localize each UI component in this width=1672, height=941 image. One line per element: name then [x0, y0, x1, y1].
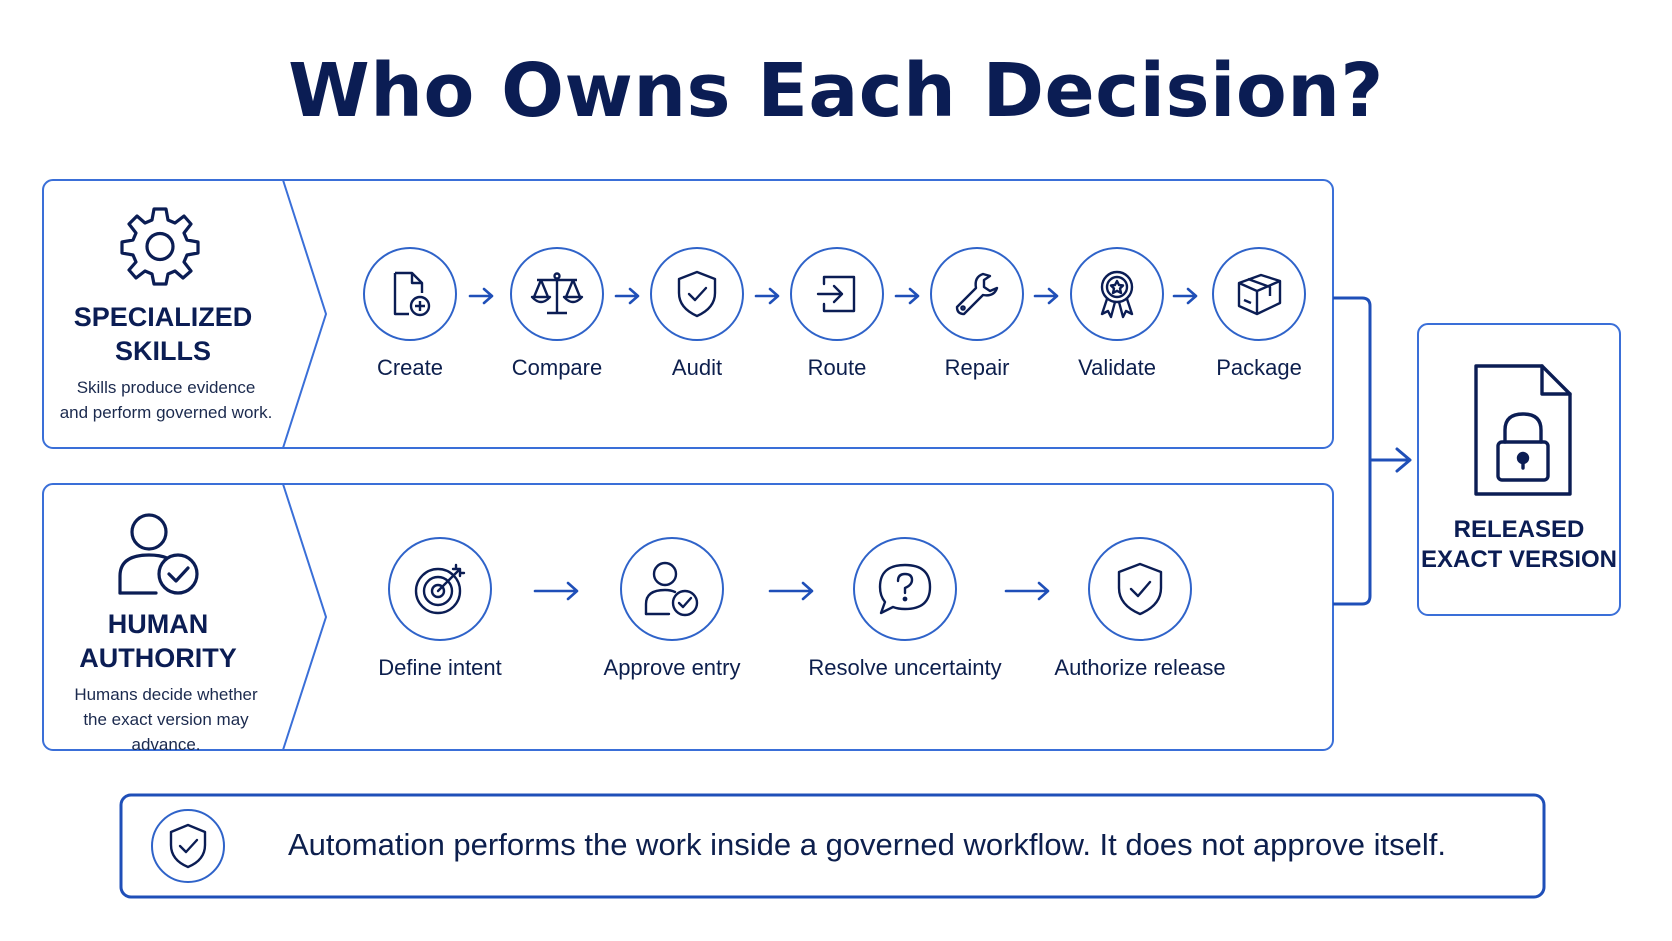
- human-header-icon: [116, 510, 202, 602]
- skill-step-label: Package: [1216, 355, 1302, 380]
- merge-connector: [1333, 296, 1372, 606]
- skill-step-circle: [650, 247, 744, 341]
- locked-document-icon: [1474, 364, 1572, 496]
- human-step-label: Approve entry: [603, 655, 741, 680]
- skill-step-repair: Repair: [922, 247, 1032, 381]
- flow-arrow: [1004, 581, 1050, 601]
- user-check-icon: [644, 561, 699, 617]
- award-ribbon-icon: [1100, 270, 1134, 319]
- skill-step-label: Compare: [511, 355, 603, 380]
- skill-step-label: Validate: [1078, 355, 1156, 380]
- flow-arrow: [768, 581, 814, 601]
- flow-arrow: [614, 287, 640, 305]
- route-arrow-icon: [816, 275, 856, 313]
- human-step-label: Resolve uncertainty: [808, 655, 1002, 680]
- human-step-label: Authorize release: [1054, 655, 1226, 680]
- human-step-label: Define intent: [378, 655, 502, 680]
- human-step-resolve-uncertainty: Resolve uncertainty: [800, 537, 1010, 681]
- human-heading-line1: HUMAN: [107, 609, 209, 639]
- skill-step-label: Route: [807, 355, 867, 380]
- skill-step-label: Repair: [944, 355, 1010, 380]
- skill-step-create: Create: [352, 247, 468, 381]
- human-step-approve-entry: Approve entry: [592, 537, 752, 681]
- human-step-circle: [853, 537, 957, 641]
- output-icon: [1470, 362, 1574, 502]
- footer-text: Automation performs the work inside a go…: [288, 827, 1446, 862]
- human-description-line1: Humans decide whether: [74, 685, 258, 704]
- shield-check-icon: [1117, 562, 1163, 616]
- target-icon: [414, 563, 466, 615]
- output-label-line1: RELEASED: [1453, 516, 1585, 543]
- human-heading: HUMAN AUTHORITY: [48, 607, 268, 675]
- skills-description-line1: Skills produce evidence: [76, 378, 256, 397]
- skills-heading: SPECIALIZED SKILLS: [58, 300, 268, 368]
- skill-step-circle: [1070, 247, 1164, 341]
- human-heading-line2: AUTHORITY: [79, 643, 237, 673]
- shield-check-icon: [677, 270, 717, 318]
- footer-icon-circle: [151, 809, 225, 883]
- merge-arrowhead: [1395, 447, 1412, 473]
- flow-arrow: [533, 581, 579, 601]
- skills-panel-divider: [282, 179, 328, 449]
- skill-step-label: Create: [376, 355, 444, 380]
- footer-banner: [119, 793, 1546, 899]
- skills-description: Skills produce evidence and perform gove…: [48, 375, 284, 425]
- wrench-icon: [955, 272, 999, 316]
- skills-heading-line1: SPECIALIZED: [73, 302, 253, 332]
- flow-arrow: [468, 287, 494, 305]
- question-bubble-icon: [878, 563, 932, 615]
- skills-description-line2: and perform governed work.: [59, 403, 273, 422]
- human-step-authorize-release: Authorize release: [1050, 537, 1230, 681]
- skill-step-circle: [510, 247, 604, 341]
- skills-header-icon: [119, 205, 201, 291]
- flow-arrow: [1033, 287, 1059, 305]
- box-icon: [1237, 273, 1282, 316]
- shield-check-icon: [169, 823, 207, 869]
- page-title: Who Owns Each Decision?: [288, 48, 1384, 134]
- user-check-icon: [118, 513, 199, 595]
- human-step-circle: [388, 537, 492, 641]
- skill-step-compare: Compare: [492, 247, 622, 381]
- skill-step-route: Route: [782, 247, 892, 381]
- human-description-line2: the exact version may advance.: [83, 710, 249, 754]
- output-label: RELEASED EXACT VERSION: [1418, 515, 1620, 575]
- skill-step-package: Package: [1200, 247, 1318, 381]
- skill-step-audit: Audit: [642, 247, 752, 381]
- skill-step-label: Audit: [671, 355, 723, 380]
- flow-arrow: [754, 287, 780, 305]
- scales-icon: [530, 272, 584, 315]
- skill-step-circle: [1212, 247, 1306, 341]
- skill-step-circle: [790, 247, 884, 341]
- flow-arrow: [894, 287, 920, 305]
- skill-step-validate: Validate: [1059, 247, 1175, 381]
- human-step-circle: [620, 537, 724, 641]
- human-step-circle: [1088, 537, 1192, 641]
- gear-icon: [120, 207, 200, 286]
- flow-arrow: [1172, 287, 1198, 305]
- skills-heading-line2: SKILLS: [114, 336, 211, 366]
- skill-step-circle: [363, 247, 457, 341]
- human-step-define-intent: Define intent: [360, 537, 520, 681]
- human-panel-divider: [282, 483, 328, 751]
- human-description: Humans decide whether the exact version …: [48, 682, 284, 757]
- file-plus-icon: [393, 271, 431, 317]
- output-label-line2: EXACT VERSION: [1420, 546, 1618, 573]
- skill-step-circle: [930, 247, 1024, 341]
